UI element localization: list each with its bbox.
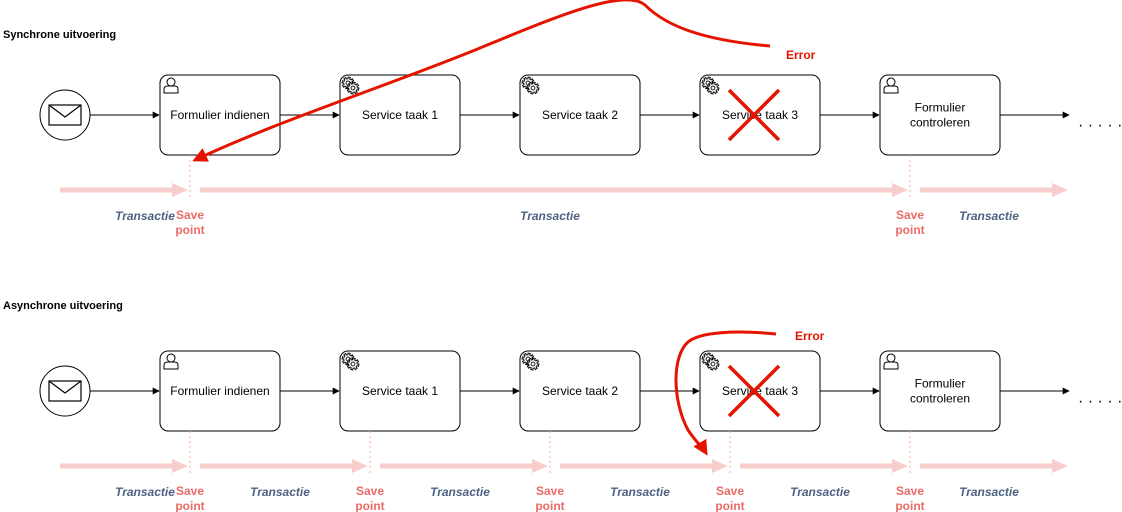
task-box: Service taak 3 [699,350,821,432]
task-label: Service taak 1 [362,384,438,398]
transaction-label: Transactie [520,209,580,223]
section-title: Synchrone uitvoering [3,29,116,41]
task-label: controleren [910,392,970,406]
cross-icon [727,88,781,142]
transaction-arrow [920,459,1068,473]
transaction-arrow [740,459,908,473]
save-point-label: point [355,499,384,512]
task-label: Formulier [915,377,966,391]
save-point-label: Save [896,208,924,222]
error-path: Error [674,329,825,456]
transaction-label: Transactie [959,485,1019,499]
error-arrow [192,0,771,162]
user-icon [883,353,899,370]
transaction-label: Transactie [430,485,490,499]
save-point-label: point [895,499,924,512]
transaction-label: Transactie [250,485,310,499]
error-label: Error [786,48,816,62]
gear-icon [701,76,720,95]
transaction-arrow [200,459,368,473]
gear-icon [521,76,540,95]
task-box: Formulier indienen [159,74,281,156]
transaction-row: Transactie Transactie Transactie Transactie… [60,431,1068,512]
task-label: Formulier indienen [170,384,269,398]
save-point-label: point [175,499,204,512]
transaction-label: Transactie [790,485,850,499]
user-icon [883,77,899,94]
task-box: Formulier indienen [159,350,281,432]
save-point-label: point [895,223,924,237]
gear-icon [701,352,720,371]
task-label: Service taak 1 [362,108,438,122]
envelope-icon [48,380,82,402]
save-point-label: Save [896,484,924,498]
transaction-label: Transactie [959,209,1019,223]
cross-icon [727,364,781,418]
save-point-label: point [175,223,204,237]
save-point-label: Save [716,484,744,498]
transaction-arrow [60,459,188,473]
continuation-dots: · · · · · [1078,117,1122,134]
error-path: Error [192,0,816,162]
gear-icon [521,352,540,371]
transaction-arrow [380,459,548,473]
task-label: Service taak 3 [722,384,798,398]
flow-row: · · · · · Formulier indienen Service taak … [39,74,1122,156]
task-label: Formulier indienen [170,108,269,122]
task-label: Formulier [915,101,966,115]
task-label: Service taak 2 [542,384,618,398]
section-sync: Synchrone uitvoering · · · · · Formulier … [3,0,1122,237]
transaction-label: Transactie [115,485,175,499]
transaction-label: Transactie [115,209,175,223]
gear-icon [341,352,360,371]
save-point-label: Save [536,484,564,498]
error-label: Error [795,329,825,343]
error-arrow [674,330,777,456]
task-box: Service taak 3 [699,74,821,156]
flow-row: · · · · · Formulier indienen Service taak … [39,350,1122,432]
transaction-arrow [560,459,728,473]
envelope-icon [48,104,82,126]
save-point-label: Save [176,208,204,222]
save-point-label: Save [176,484,204,498]
task-box: Service taak 1 [339,350,461,432]
section-title: Asynchrone uitvoering [3,300,123,312]
transaction-arrow [200,183,908,197]
continuation-dots: · · · · · [1078,393,1122,410]
transaction-label: Transactie [610,485,670,499]
start-event [39,365,91,417]
task-box: Service taak 2 [519,350,641,432]
task-box: Service taak 1 [339,74,461,156]
task-label: Service taak 2 [542,108,618,122]
transaction-arrow [60,183,188,197]
user-icon [163,353,179,370]
transaction-arrow [920,183,1068,197]
task-box: Service taak 2 [519,74,641,156]
task-label: Service taak 3 [722,108,798,122]
task-label: controleren [910,116,970,130]
start-event [39,89,91,141]
save-point-label: point [535,499,564,512]
section-async: Asynchrone uitvoering · · · · · Formulier… [3,300,1122,512]
save-point-label: point [715,499,744,512]
save-point-label: Save [356,484,384,498]
user-icon [163,77,179,94]
gear-icon [341,76,360,95]
